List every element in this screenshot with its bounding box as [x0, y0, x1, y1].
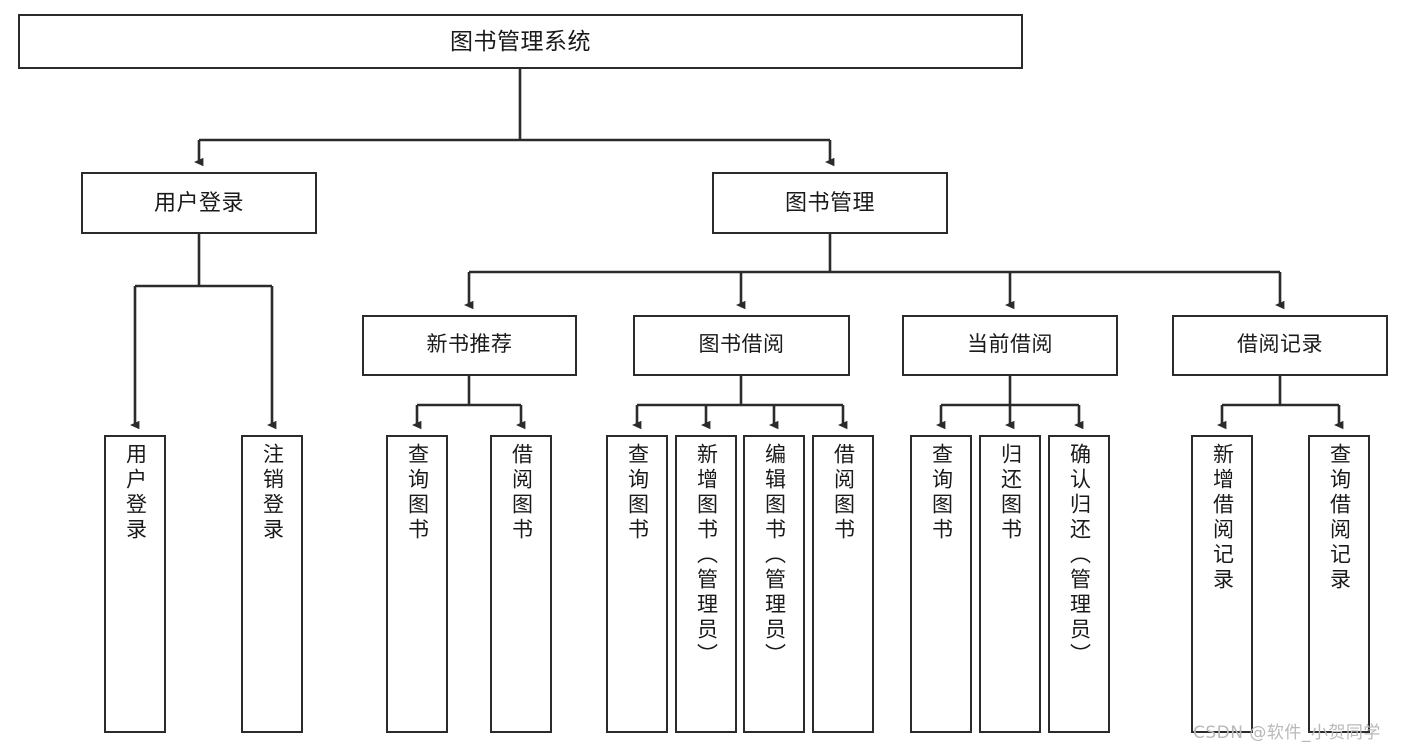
- node-leaf-confirm-return[interactable]: 确认归还（管理员）: [1048, 435, 1110, 733]
- node-new-book-recommend[interactable]: 新书推荐: [362, 315, 577, 376]
- node-leaf-confirm-return-label: 确认归还（管理员）: [1067, 443, 1091, 668]
- node-leaf-query-book-3-label: 查询图书: [929, 443, 953, 543]
- node-leaf-query-book-1[interactable]: 查询图书: [386, 435, 448, 733]
- node-current-borrow[interactable]: 当前借阅: [902, 315, 1118, 376]
- node-user-login[interactable]: 用户登录: [81, 172, 317, 234]
- node-leaf-query-book-3[interactable]: 查询图书: [910, 435, 972, 733]
- node-leaf-borrow-book-1[interactable]: 借阅图书: [490, 435, 552, 733]
- node-leaf-user-login-label: 用户登录: [123, 443, 147, 543]
- node-leaf-user-logout[interactable]: 注销登录: [241, 435, 303, 733]
- node-leaf-add-book[interactable]: 新增图书（管理员）: [675, 435, 737, 733]
- node-current-borrow-label: 当前借阅: [967, 333, 1053, 357]
- node-borrow-record-label: 借阅记录: [1237, 333, 1323, 357]
- node-leaf-edit-book[interactable]: 编辑图书（管理员）: [743, 435, 805, 733]
- node-leaf-query-book-2[interactable]: 查询图书: [606, 435, 668, 733]
- node-book-borrow-label: 图书借阅: [698, 333, 785, 357]
- node-borrow-record[interactable]: 借阅记录: [1172, 315, 1388, 376]
- node-leaf-borrow-book-2[interactable]: 借阅图书: [812, 435, 874, 733]
- node-book-manage-label: 图书管理: [784, 190, 875, 216]
- node-leaf-query-record[interactable]: 查询借阅记录: [1308, 435, 1370, 733]
- node-leaf-add-record-label: 新增借阅记录: [1210, 443, 1234, 593]
- node-new-book-recommend-label: 新书推荐: [426, 333, 513, 357]
- node-leaf-query-record-label: 查询借阅记录: [1327, 443, 1351, 593]
- node-leaf-edit-book-label: 编辑图书（管理员）: [762, 443, 786, 668]
- node-leaf-query-book-1-label: 查询图书: [405, 443, 429, 543]
- watermark-text: CSDN @软件_小贺同学: [1193, 723, 1381, 743]
- node-book-borrow[interactable]: 图书借阅: [633, 315, 850, 376]
- node-leaf-return-book-label: 归还图书: [998, 443, 1022, 543]
- node-leaf-return-book[interactable]: 归还图书: [979, 435, 1041, 733]
- node-root[interactable]: 图书管理系统: [18, 14, 1023, 69]
- node-leaf-add-book-label: 新增图书（管理员）: [694, 443, 718, 668]
- node-book-manage[interactable]: 图书管理: [712, 172, 948, 234]
- node-user-login-label: 用户登录: [153, 190, 244, 216]
- node-leaf-borrow-book-1-label: 借阅图书: [509, 443, 533, 543]
- node-leaf-query-book-2-label: 查询图书: [625, 443, 649, 543]
- node-root-label: 图书管理系统: [450, 28, 591, 55]
- node-leaf-add-record[interactable]: 新增借阅记录: [1191, 435, 1253, 733]
- node-leaf-user-logout-label: 注销登录: [260, 443, 284, 543]
- node-leaf-borrow-book-2-label: 借阅图书: [831, 443, 855, 543]
- node-leaf-user-login[interactable]: 用户登录: [104, 435, 166, 733]
